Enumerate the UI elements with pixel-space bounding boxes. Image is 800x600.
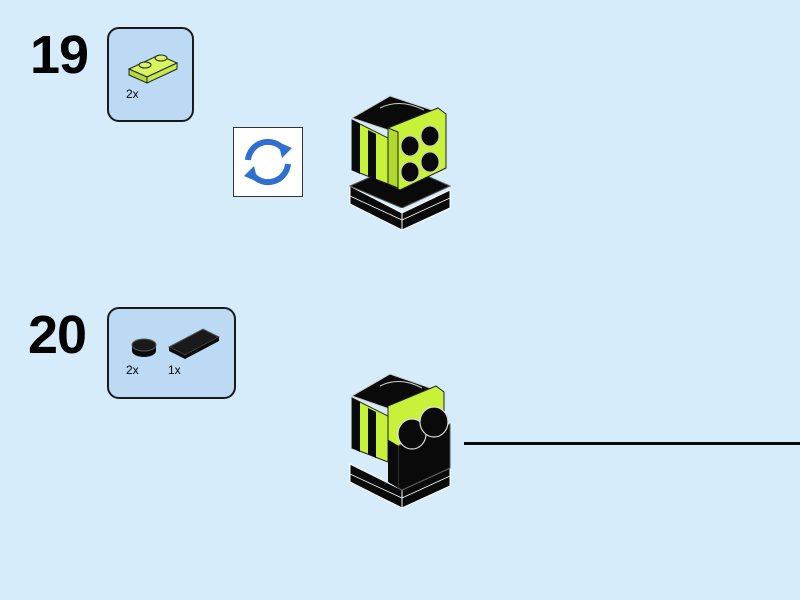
part-count: 1x: [168, 363, 181, 377]
step-19-model: [348, 95, 452, 231]
step-20-parts-box: 2x 1x: [107, 307, 236, 399]
part-count: 2x: [126, 87, 139, 101]
step-19-parts-box: 2x: [107, 27, 194, 122]
rotate-model-button[interactable]: [233, 127, 303, 197]
step-20-model: [349, 373, 451, 509]
rotate-arrows-icon: [244, 138, 292, 186]
step-20-number: 20: [28, 305, 87, 365]
part-count: 2x: [126, 363, 139, 377]
step-19-number: 19: [30, 25, 89, 85]
lime-plate-1x2-icon: [127, 54, 179, 84]
round-tile-1x1-icon: [131, 338, 157, 357]
step-divider-line: [464, 442, 800, 445]
black-tile-1x2-icon: [167, 328, 221, 359]
